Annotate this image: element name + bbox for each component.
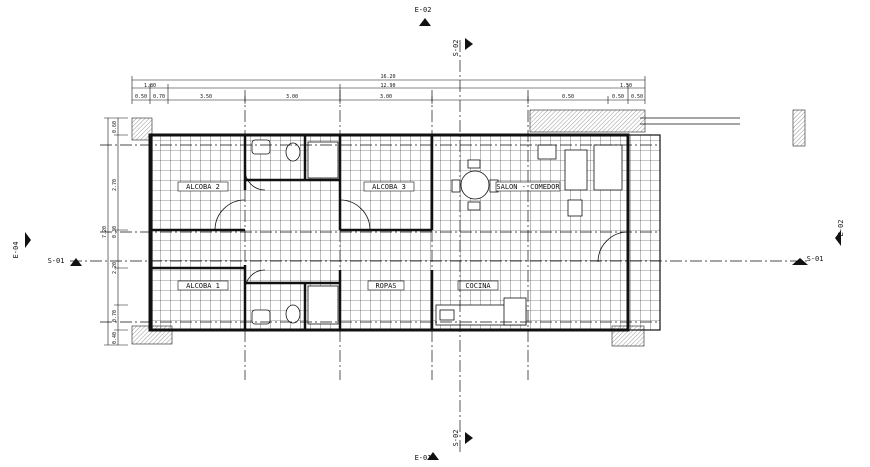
label-box-alcoba-1: [177, 280, 229, 291]
living-furniture: [537, 144, 623, 217]
arrow-s02-top: [465, 38, 473, 50]
marker-s01-right: S-01: [807, 255, 824, 263]
marker-e01-bottom: E-01: [415, 454, 432, 462]
dim-overall: 16.20: [380, 74, 395, 80]
dim-vert-3: 0.30: [112, 226, 118, 238]
arrow-e01-bottom: [427, 452, 439, 460]
section-lines: [70, 40, 810, 455]
dim-top-right: 1.50: [620, 83, 632, 89]
dim-seg-6: 0.50: [562, 94, 574, 100]
exterior-walls: [148, 133, 630, 332]
marker-s01-left: S-01: [48, 257, 65, 265]
room-label-alcoba-3: ALCOBA 3: [372, 183, 406, 191]
arrow-e02-top: [419, 18, 431, 26]
marker-s02-top: S-02: [452, 40, 460, 57]
dim-vert-5: 0.70: [112, 310, 118, 322]
dim-seg-4: 3.00: [286, 94, 298, 100]
terrace-slab: [529, 109, 646, 133]
room-label-alcoba-1: ALCOBA 1: [186, 282, 220, 290]
arrow-s01-left: [70, 258, 82, 266]
marker-s02-bottom: S-02: [452, 430, 460, 447]
marker-e02-top: E-02: [415, 6, 432, 14]
dim-top-left: 1.80: [144, 83, 156, 89]
dim-vert-1: 0.60: [112, 121, 118, 133]
dim-vertical-total: 7.20: [102, 226, 108, 238]
door-swings: [214, 169, 629, 291]
room-label-ropas: ROPAS: [375, 282, 396, 290]
dim-vert-2: 2.70: [112, 179, 118, 191]
arrow-s01-right: [792, 258, 808, 265]
label-box-alcoba-3: [363, 181, 415, 192]
arrow-s02-bottom: [465, 432, 473, 444]
top-dimension-lines: [131, 76, 646, 104]
marker-e04-left: E-04: [12, 242, 20, 259]
room-label-cocina: COCINA: [465, 282, 491, 290]
label-box-alcoba-2: [177, 181, 229, 192]
room-label-alcoba-2: ALCOBA 2: [186, 183, 220, 191]
dim-seg-5: 3.00: [380, 94, 392, 100]
dim-seg-2: 0.70: [153, 94, 165, 100]
label-box-cocina: [457, 280, 499, 291]
dim-middle: 12.90: [380, 83, 395, 89]
dim-seg-7: 0.50: [612, 94, 624, 100]
terrace-railing: [640, 117, 740, 125]
bathroom-fixtures: [251, 139, 339, 325]
legend-hatch-swatch: [792, 109, 806, 147]
left-top-pier: [131, 117, 153, 141]
arrow-e02-right: [835, 230, 841, 246]
kitchen-counter: [435, 297, 527, 326]
dim-seg-3: 3.50: [200, 94, 212, 100]
arrow-e04-left: [25, 232, 31, 248]
dim-vert-6: 0.40: [112, 332, 118, 344]
dim-vert-4: 2.20: [112, 262, 118, 274]
room-label-salon-comedor: SALON - COMEDOR: [496, 183, 560, 191]
label-box-ropas: [367, 280, 405, 291]
left-dimension-lines: [104, 117, 128, 346]
marker-e02-right: E-02: [837, 220, 845, 237]
dim-seg-1: 0.50: [135, 94, 147, 100]
dim-seg-8: 0.50: [631, 94, 643, 100]
